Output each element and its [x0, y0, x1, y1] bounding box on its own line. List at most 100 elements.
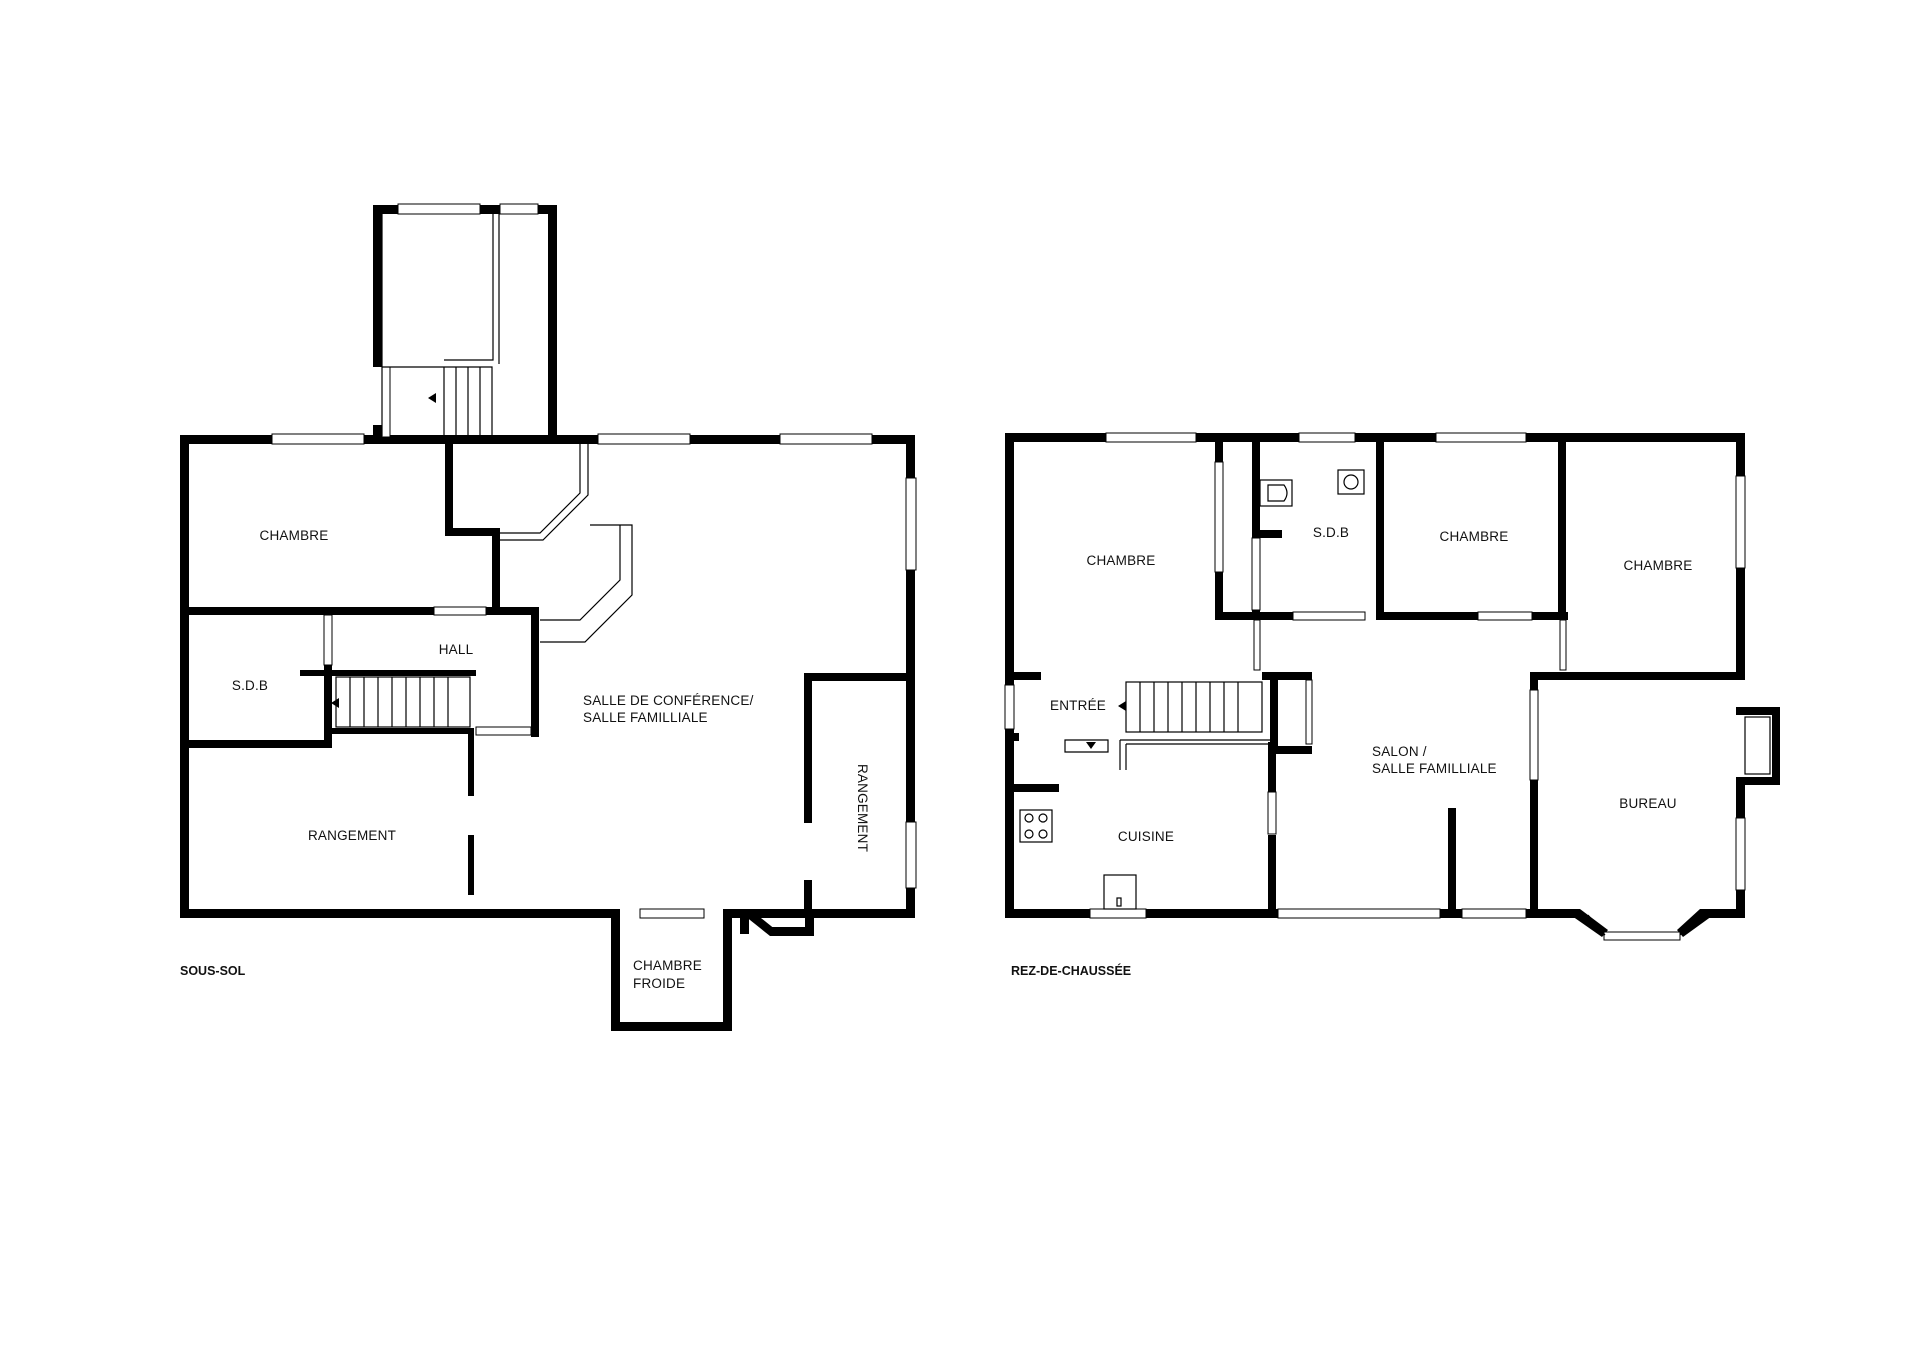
wall	[445, 440, 453, 532]
wall	[1677, 909, 1712, 937]
room-label-hall: HALL	[439, 642, 474, 657]
burner	[1038, 829, 1048, 839]
wall	[611, 1022, 732, 1031]
floor-label-ground: REZ-DE-CHAUSSÉE	[1011, 963, 1131, 978]
wall	[1772, 707, 1780, 785]
window	[905, 477, 917, 571]
door-opening	[1559, 619, 1567, 671]
ground-plan: CHAMBRE S.D.B CHAMBRE CHAMBRE ENTRÉE SAL…	[1004, 432, 1780, 978]
wall	[1448, 808, 1456, 918]
wall	[445, 528, 497, 536]
door-opening	[1253, 619, 1261, 671]
wall	[1570, 909, 1608, 937]
door-opening	[323, 614, 333, 666]
bathtub	[1259, 479, 1293, 507]
window	[1735, 817, 1746, 891]
door-opening	[1267, 791, 1277, 835]
toilet	[1337, 469, 1365, 495]
floor-label-basement: SOUS-SOL	[180, 964, 246, 978]
window	[1089, 908, 1147, 919]
door-opening	[1214, 461, 1224, 573]
window	[779, 433, 873, 445]
wall	[1530, 672, 1745, 680]
wall	[1376, 612, 1566, 620]
wall	[300, 670, 476, 676]
wall	[740, 909, 749, 934]
room-label-sdb: S.D.B	[232, 678, 268, 693]
room-label-chambre-left: CHAMBRE	[1087, 553, 1156, 568]
basement-plan: CHAMBRE S.D.B HALL SALLE DE CONFÉRENCE/ …	[180, 203, 917, 1031]
wall	[1270, 746, 1312, 754]
wall	[1700, 909, 1745, 918]
wall	[1270, 672, 1278, 754]
stair-outline	[381, 214, 493, 436]
room-label-sdb: S.D.B	[1313, 525, 1349, 540]
room-label-chambre: CHAMBRE	[260, 528, 329, 543]
room-label-chambre-froide-line1: CHAMBRE	[633, 958, 702, 973]
wall	[1736, 777, 1780, 785]
wall	[1030, 784, 1059, 792]
door-opening	[1477, 611, 1533, 621]
wall	[324, 607, 332, 747]
fireplace	[1744, 716, 1771, 775]
wall	[723, 909, 732, 1031]
wall	[1005, 733, 1019, 741]
door-opening	[475, 726, 532, 736]
stair-arrow	[428, 393, 436, 403]
wall	[804, 673, 915, 681]
window	[1105, 432, 1197, 443]
wall	[180, 435, 915, 444]
wall	[805, 909, 814, 936]
room-label-chambre-right: CHAMBRE	[1624, 558, 1693, 573]
window	[1004, 684, 1015, 730]
room-label-rangement-left: RANGEMENT	[308, 828, 396, 843]
bathtub-basin	[1267, 484, 1288, 502]
stair-arrow	[1086, 742, 1096, 749]
window	[905, 821, 917, 889]
wall	[730, 909, 915, 918]
wall	[468, 730, 474, 796]
wall	[1252, 530, 1282, 538]
window	[271, 433, 365, 445]
door-opening	[1251, 537, 1261, 611]
wall	[373, 425, 382, 439]
window	[1461, 908, 1527, 919]
room-label-salle-line2: SALLE FAMILLIALE	[583, 710, 708, 725]
room-label-entree: ENTRÉE	[1050, 698, 1106, 713]
wall	[1530, 672, 1538, 912]
wall	[1736, 707, 1780, 715]
wall	[745, 910, 776, 936]
door-opening	[433, 606, 487, 616]
window	[499, 203, 539, 215]
window	[1277, 908, 1441, 919]
wall	[770, 927, 814, 936]
wall	[1558, 440, 1566, 620]
wall	[184, 740, 332, 748]
burner	[1024, 829, 1034, 839]
wall	[611, 909, 620, 1031]
stair-treads	[455, 367, 481, 436]
wall	[330, 728, 474, 734]
wall	[804, 880, 812, 918]
window	[1435, 432, 1527, 443]
room-label-salon-line2: SALLE FAMILLIALE	[1372, 761, 1497, 776]
door-opening	[1305, 679, 1313, 745]
angled-stair	[497, 440, 633, 643]
burner	[1024, 813, 1034, 823]
room-label-chambre-froide-line2: FROIDE	[633, 976, 685, 991]
entree-stairs	[1118, 681, 1263, 733]
wall	[1558, 612, 1568, 620]
sink-tap	[1116, 897, 1122, 907]
stair-rail	[444, 214, 500, 364]
wall	[1268, 742, 1276, 792]
wall	[1005, 433, 1745, 442]
wall	[1376, 440, 1384, 620]
window	[639, 908, 705, 919]
wall	[184, 607, 539, 615]
room-label-chambre-middle: CHAMBRE	[1440, 529, 1509, 544]
room-label-rangement-right: RANGEMENT	[855, 764, 870, 852]
stair-rail	[1064, 739, 1270, 770]
window	[597, 433, 691, 445]
wall	[548, 205, 557, 439]
burner	[1038, 813, 1048, 823]
